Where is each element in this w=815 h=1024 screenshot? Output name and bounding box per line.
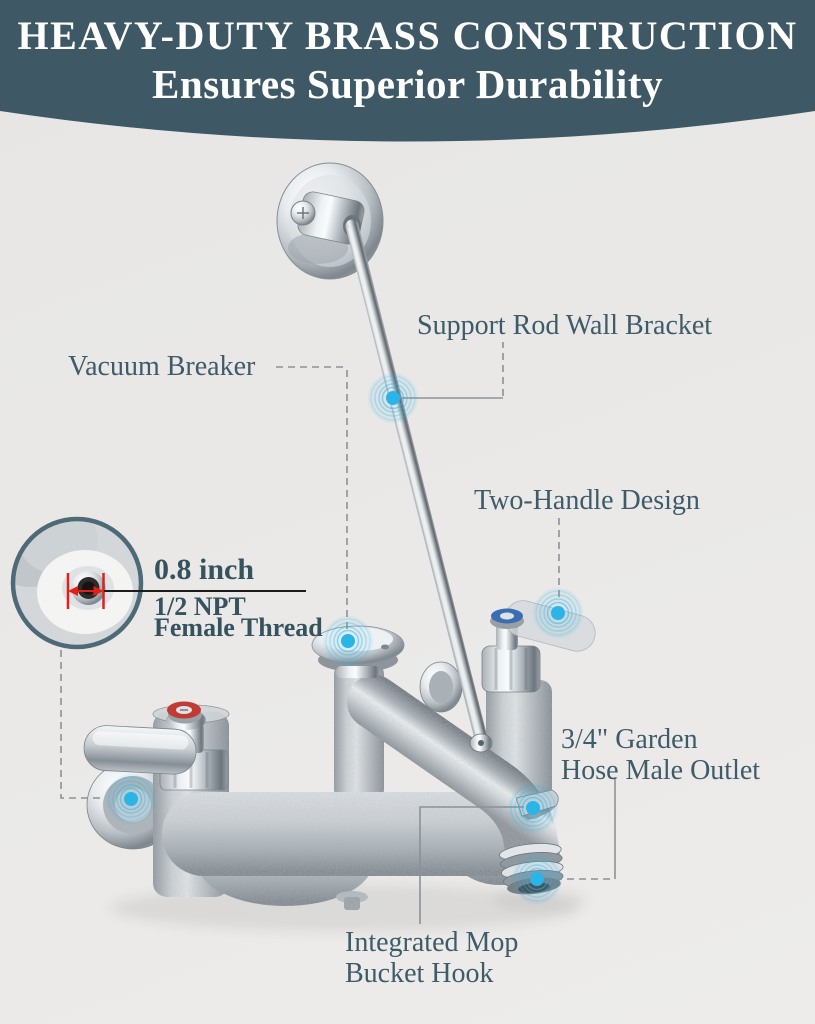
header-banner-shape bbox=[0, 0, 815, 142]
measure-arrows bbox=[66, 573, 105, 609]
thread-zoom-inset bbox=[10, 516, 144, 650]
label-support-rod-wall-bracket: Support Rod Wall Bracket bbox=[417, 310, 713, 341]
mop-hook-dot bbox=[507, 782, 559, 834]
label-vacuum-breaker: Vacuum Breaker bbox=[68, 351, 256, 382]
label-garden-hose-line1: 3/4" Garden bbox=[561, 724, 698, 755]
label-mop-bucket-hook: Integrated Mop Bucket Hook bbox=[345, 927, 519, 990]
label-garden-hose-outlet: 3/4" Garden Hose Male Outlet bbox=[561, 724, 761, 787]
label-thread-spec-line2: Female Thread bbox=[154, 613, 323, 642]
vacuum-breaker-dot bbox=[322, 615, 374, 667]
support-rod-dot bbox=[367, 372, 419, 424]
female-thread-dot bbox=[105, 773, 157, 825]
label-two-handle-design: Two-Handle Design bbox=[474, 485, 700, 516]
two-handle-dot bbox=[532, 587, 584, 639]
mop-hook-line bbox=[419, 806, 524, 924]
label-inset-size: 0.8 inch bbox=[154, 553, 255, 586]
label-mop-hook-line2: Bucket Hook bbox=[345, 957, 494, 989]
label-thread-spec-line1: 1/2 NPT bbox=[154, 592, 246, 621]
garden-hose-dot bbox=[511, 853, 563, 905]
cold-wall-flange bbox=[419, 661, 463, 713]
support-rod bbox=[345, 219, 493, 753]
label-garden-hose-line2: Hose Male Outlet bbox=[561, 754, 761, 786]
inset-connector-line bbox=[60, 650, 102, 799]
hot-handle bbox=[83, 701, 229, 791]
cold-handle bbox=[481, 600, 596, 693]
label-mop-hook-line1: Integrated Mop bbox=[345, 927, 519, 958]
faucet-illustration bbox=[83, 162, 596, 910]
